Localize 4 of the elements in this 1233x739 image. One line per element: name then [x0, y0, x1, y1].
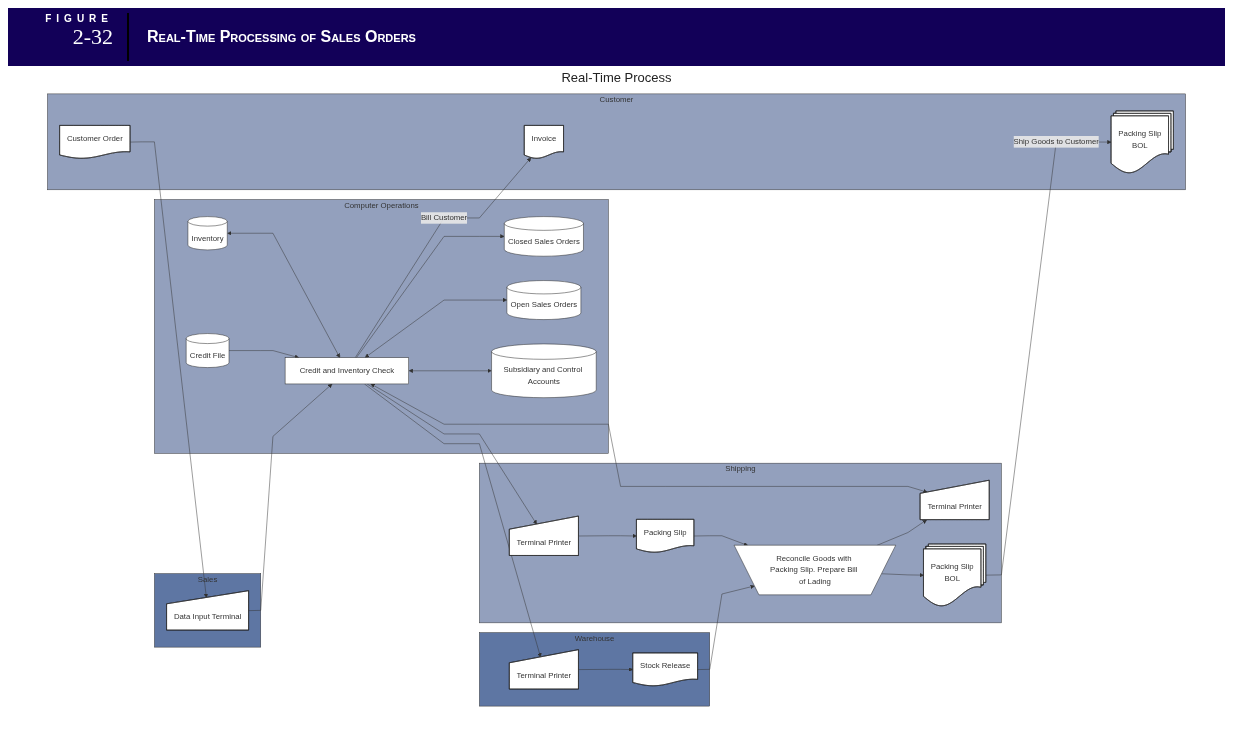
figure-title: Real-Time Processing of Sales Orders	[147, 28, 416, 46]
figure-number: 2-32	[72, 24, 113, 50]
note-text: Real-Time Process	[561, 70, 672, 85]
figure-label: FIGURE	[45, 13, 113, 24]
